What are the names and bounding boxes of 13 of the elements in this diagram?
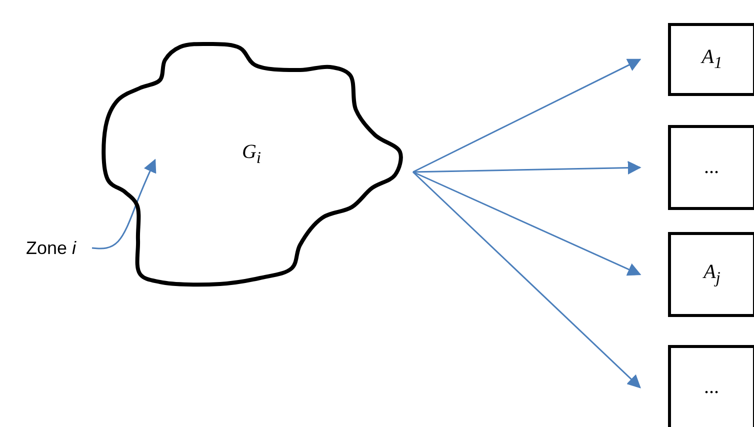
zone-label: Zone i (10, 236, 92, 260)
process-box (668, 23, 754, 96)
arrow (412, 58, 642, 173)
process-box (668, 232, 754, 317)
process-box (668, 345, 754, 427)
arrow (412, 161, 642, 174)
arrow (412, 171, 642, 276)
arrow (412, 171, 641, 388)
node-label: ... (704, 156, 720, 179)
node-label: ... (704, 376, 720, 399)
node-label: A$_{1}$ (702, 46, 722, 73)
node-label: A$_{j}$ (704, 261, 720, 288)
process-box (668, 125, 754, 210)
